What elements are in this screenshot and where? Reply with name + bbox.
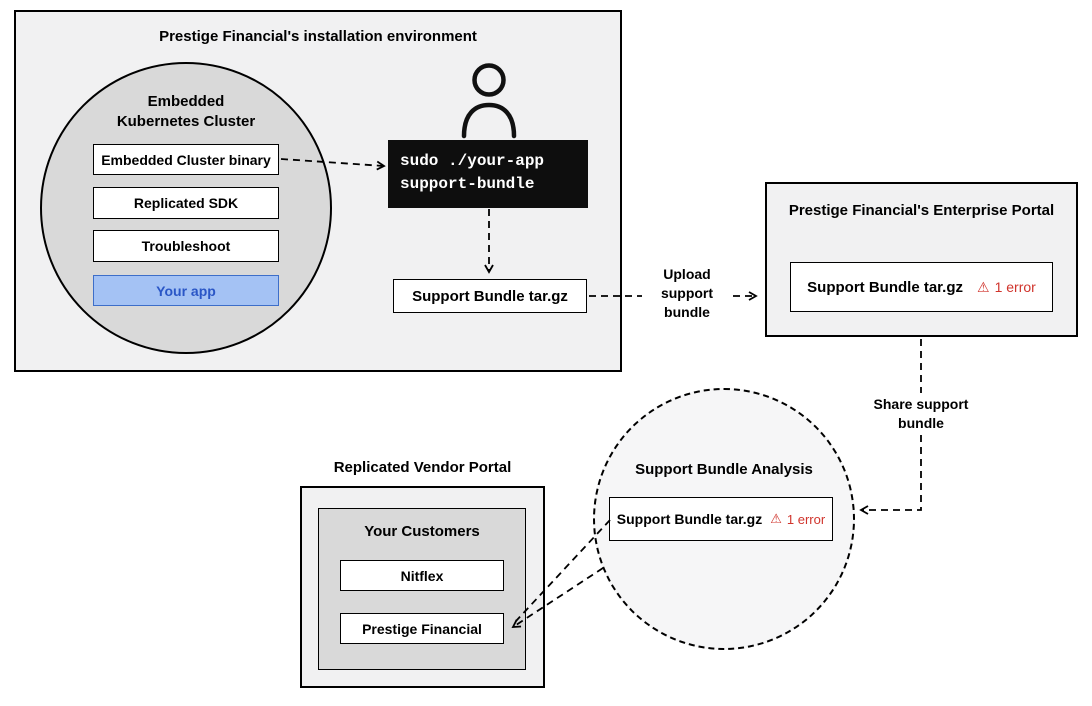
cluster-item-replicated-sdk: Replicated SDK bbox=[93, 187, 279, 219]
terminal-command: sudo ./your-app support-bundle bbox=[400, 152, 545, 194]
customer-nitflex: Nitflex bbox=[340, 560, 504, 591]
cluster-item-troubleshoot: Troubleshoot bbox=[93, 230, 279, 262]
warning-icon: ⚠ bbox=[977, 278, 990, 295]
person-icon bbox=[461, 63, 517, 139]
portal-bundle-box: Support Bundle tar.gz ⚠ 1 error bbox=[790, 262, 1053, 312]
person-shoulders bbox=[461, 102, 517, 139]
customer-prestige-financial: Prestige Financial bbox=[340, 613, 504, 644]
error-count: 1 error bbox=[994, 279, 1036, 295]
customers-title: Your Customers bbox=[364, 523, 480, 540]
warning-icon: ⚠ bbox=[770, 511, 782, 526]
enterprise-portal-box: Prestige Financial's Enterprise Portal bbox=[765, 182, 1078, 337]
portal-bundle-error: ⚠ 1 error bbox=[977, 279, 1036, 296]
analysis-bundle-box: Support Bundle tar.gz ⚠ 1 error bbox=[609, 497, 833, 541]
cluster-item-embedded-cluster-binary: Embedded Cluster binary bbox=[93, 144, 279, 175]
analysis-bundle-label: Support Bundle tar.gz bbox=[616, 511, 763, 527]
upload-support-bundle-label: Upload support bundle bbox=[642, 263, 732, 324]
cluster-title: Embedded Kubernetes Cluster bbox=[116, 93, 256, 130]
analysis-title: Support Bundle Analysis bbox=[635, 461, 813, 478]
person-head bbox=[472, 63, 506, 97]
support-bundle-box: Support Bundle tar.gz bbox=[393, 279, 587, 313]
share-support-bundle-label: Share support bundle bbox=[863, 393, 979, 435]
analysis-bundle-error: ⚠ 1 error bbox=[770, 511, 825, 527]
installation-env-title: Prestige Financial's installation enviro… bbox=[159, 28, 477, 45]
terminal-command-box: sudo ./your-app support-bundle bbox=[388, 140, 588, 208]
portal-bundle-label: Support Bundle tar.gz bbox=[807, 278, 964, 296]
vendor-portal-title: Replicated Vendor Portal bbox=[333, 459, 512, 476]
cluster-item-your-app: Your app bbox=[93, 275, 279, 306]
enterprise-portal-title: Prestige Financial's Enterprise Portal bbox=[788, 202, 1055, 219]
error-count: 1 error bbox=[786, 511, 826, 527]
